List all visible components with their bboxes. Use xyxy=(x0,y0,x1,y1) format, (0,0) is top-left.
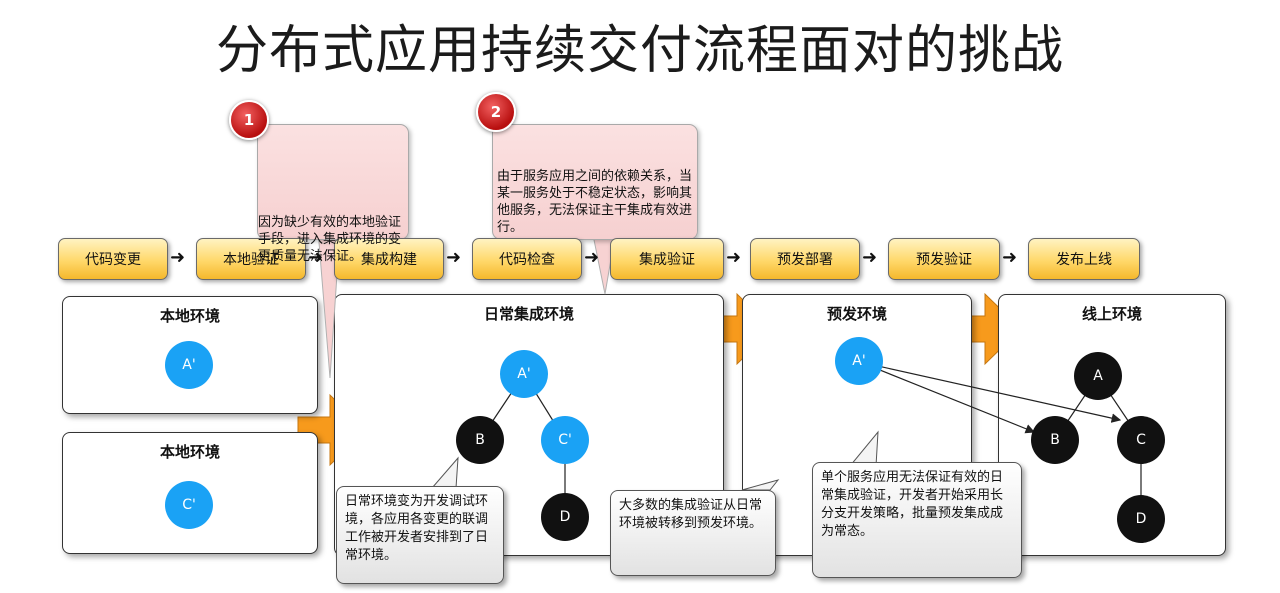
flow-arrow-1: ➜ xyxy=(170,247,186,268)
env-online-title: 线上环境 xyxy=(1081,305,1142,323)
flow-step-integration-build: 集成构建 xyxy=(334,238,444,280)
node-d-online: D xyxy=(1117,495,1165,543)
callout-daily-tail xyxy=(430,456,459,489)
node-b-daily: B xyxy=(456,416,504,464)
note-one-text: 因为缺少有效的本地验证手段，进入集成环境的变更质量无法保证。 xyxy=(258,215,402,264)
callout-shift-tail xyxy=(741,479,780,491)
flow-step-code-check: 代码检查 xyxy=(472,238,582,280)
page-title: 分布式应用持续交付流程面对的挑战 xyxy=(215,21,1064,81)
node-c-prime-local: C' xyxy=(165,481,213,529)
flow-step-integration-verify: 集成验证 xyxy=(610,238,724,280)
flow-arrow-4: ➜ xyxy=(584,247,600,268)
flow-step-release-online: 发布上线 xyxy=(1028,238,1140,280)
env-local-c: 本地环境 C' xyxy=(62,432,318,554)
flow-arrow-2: ➜ xyxy=(308,247,324,268)
edge-staging-to-online-b xyxy=(859,361,1036,434)
note-two-text: 由于服务应用之间的依赖关系，当某一服务处于不稳定状态，影响其他服务，无法保证主干… xyxy=(497,169,693,235)
flow-arrow-7: ➜ xyxy=(1002,247,1018,268)
node-c-online: C xyxy=(1117,416,1165,464)
node-c-prime-daily: C' xyxy=(541,416,589,464)
env-local-a: 本地环境 A' xyxy=(62,296,318,414)
flow-step-local-verify: 本地验证 xyxy=(196,238,306,280)
env-daily-title: 日常集成环境 xyxy=(483,305,574,323)
node-a-prime-daily: A' xyxy=(500,350,548,398)
flow-step-staging-deploy: 预发部署 xyxy=(750,238,860,280)
callout-staging-tail xyxy=(848,430,879,467)
badge-one: 1 xyxy=(229,100,269,140)
flow-step-staging-verify: 预发验证 xyxy=(888,238,1000,280)
callout-staging: 单个服务应用无法保证有效的日常集成验证，开发者开始采用长分支开发策略，批量预发集… xyxy=(812,462,1022,578)
flow-arrow-6: ➜ xyxy=(862,247,878,268)
badge-two: 2 xyxy=(476,92,516,132)
edge-staging-to-online-c xyxy=(859,361,1122,423)
node-a-online: A xyxy=(1074,352,1122,400)
note-two-box xyxy=(492,124,698,240)
flow-arrow-3: ➜ xyxy=(446,247,462,268)
node-d-daily: D xyxy=(541,493,589,541)
node-a-prime-local: A' xyxy=(165,341,213,389)
env-local-c-title: 本地环境 xyxy=(159,443,220,461)
env-local-a-title: 本地环境 xyxy=(159,307,220,325)
node-b-online: B xyxy=(1031,416,1079,464)
flow-arrow-5: ➜ xyxy=(726,247,742,268)
note-one-box xyxy=(257,124,409,240)
flow-step-code-change: 代码变更 xyxy=(58,238,168,280)
callout-shift: 大多数的集成验证从日常环境被转移到预发环境。 xyxy=(610,490,776,576)
env-staging-title: 预发环境 xyxy=(826,305,887,323)
node-a-prime-staging: A' xyxy=(835,337,883,385)
callout-daily: 日常环境变为开发调试环境，各应用各变更的联调工作被开发者安排到了日常环境。 xyxy=(336,486,504,584)
